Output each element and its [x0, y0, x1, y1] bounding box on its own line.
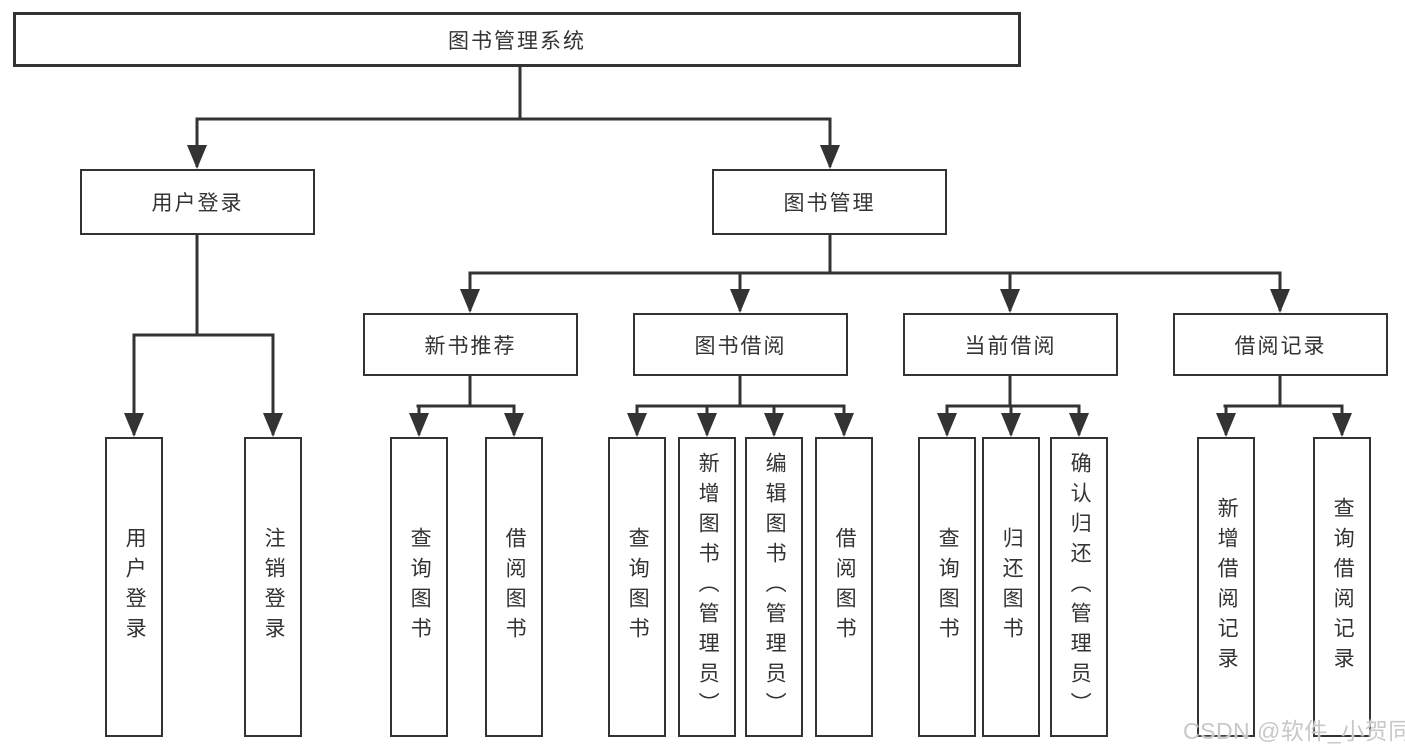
node-label: 图书管理: [783, 192, 876, 215]
connector-book-borrow-split: [635, 374, 846, 408]
node-label: 查询图书: [936, 527, 960, 647]
node-edit-books-admin: 编辑图书（管理员）: [745, 437, 803, 737]
node-label: 用户登录: [151, 192, 244, 215]
node-label: 新书推荐: [424, 334, 517, 358]
node-label: 归还图书: [1000, 527, 1024, 647]
node-query-books-recommend: 查询图书: [390, 437, 448, 737]
node-label: 确认归还（管理员）: [1068, 452, 1092, 722]
node-label: 借阅记录: [1234, 334, 1327, 358]
node-query-borrow-record: 查询借阅记录: [1313, 437, 1371, 737]
connector-borrow-records-split: [1223, 374, 1344, 408]
node-borrow-books-borrow: 借阅图书: [815, 437, 873, 737]
node-current-borrow: 当前借阅: [903, 313, 1118, 376]
connector-current-borrow-split: [945, 374, 1081, 408]
node-label: 借阅图书: [503, 527, 527, 647]
node-user-login: 用户登录: [80, 169, 315, 235]
node-add-borrow-record: 新增借阅记录: [1197, 437, 1255, 737]
node-label: 用户登录: [123, 527, 147, 647]
node-label: 查询图书: [626, 527, 650, 647]
node-label: 编辑图书（管理员）: [763, 452, 787, 722]
node-query-books-borrow: 查询图书: [608, 437, 666, 737]
node-borrow-records: 借阅记录: [1173, 313, 1388, 376]
node-label: 新增借阅记录: [1215, 497, 1239, 677]
node-label: 新增图书（管理员）: [696, 452, 720, 722]
node-book-management: 图书管理: [712, 169, 947, 235]
node-label: 当前借阅: [964, 334, 1057, 358]
node-label: 借阅图书: [833, 527, 857, 647]
csdn-watermark: CSDN @软件_小贺同学: [1183, 718, 1405, 744]
node-user-login-action: 用户登录: [105, 437, 163, 737]
node-query-books-current: 查询图书: [918, 437, 976, 737]
node-logout-action: 注销登录: [244, 437, 302, 737]
node-label: 查询图书: [408, 527, 432, 647]
node-confirm-return-admin: 确认归还（管理员）: [1050, 437, 1108, 737]
node-label: 图书借阅: [694, 334, 787, 358]
connector-new-book-split: [416, 374, 516, 408]
connector-book-management-split: [468, 233, 1282, 275]
node-add-books-admin: 新增图书（管理员）: [678, 437, 736, 737]
node-label: 注销登录: [262, 527, 286, 647]
node-label: 查询借阅记录: [1331, 497, 1355, 677]
node-new-book-recommend: 新书推荐: [363, 313, 578, 376]
node-book-management-system: 图书管理系统: [13, 12, 1021, 67]
node-label: 图书管理系统: [448, 29, 586, 53]
node-borrow-books-recommend: 借阅图书: [485, 437, 543, 737]
node-return-books: 归还图书: [982, 437, 1040, 737]
node-book-borrow: 图书借阅: [633, 313, 848, 376]
connector-user-login-split: [132, 233, 275, 337]
connector-root-split: [195, 66, 832, 121]
